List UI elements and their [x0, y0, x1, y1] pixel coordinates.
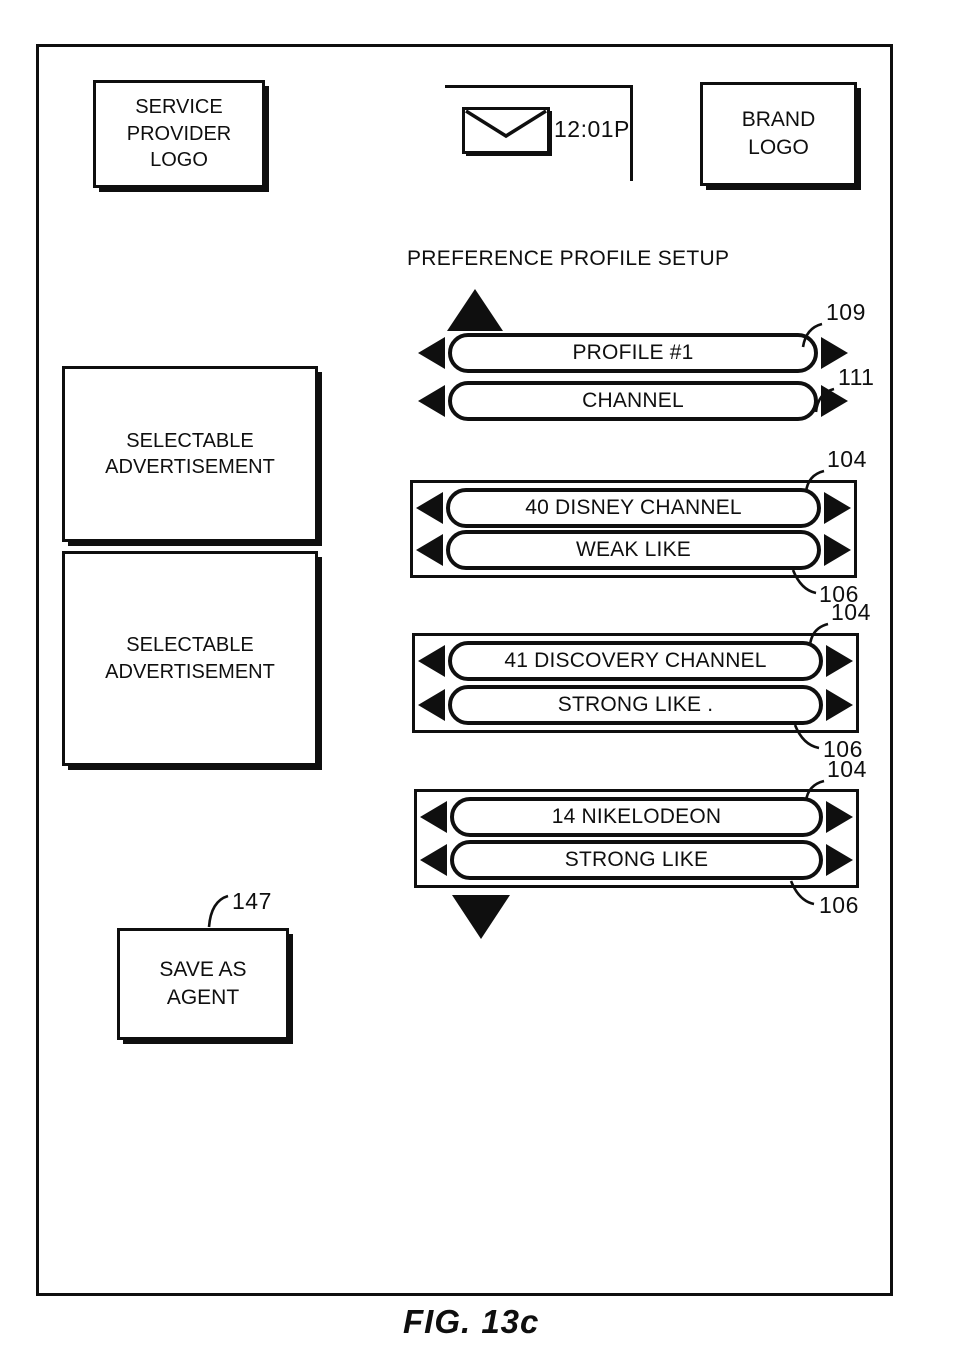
preference-left-arrow-icon[interactable]	[420, 844, 447, 876]
category-pill[interactable]: CHANNEL	[448, 381, 818, 421]
profile-pill[interactable]: PROFILE #1	[448, 333, 818, 373]
channel-preference-group: 14 NIKELODEON STRONG LIKE	[414, 789, 859, 888]
ref-106: 106	[819, 581, 859, 607]
advertisement-label: SELECTABLE ADVERTISEMENT	[105, 634, 275, 683]
envelope-icon	[462, 107, 550, 154]
ref-104: 104	[827, 756, 867, 782]
preference-pill[interactable]: STRONG LIKE	[450, 840, 823, 880]
preference-left-arrow-icon[interactable]	[416, 534, 443, 567]
channel-row: 40 DISNEY CHANNEL	[416, 487, 851, 528]
category-pill-label: CHANNEL	[582, 389, 684, 412]
channel-right-arrow-icon[interactable]	[824, 491, 851, 524]
preference-pill-label: STRONG LIKE .	[557, 692, 714, 716]
brand-logo-label: BRAND LOGO	[741, 108, 816, 159]
scroll-up-icon[interactable]	[447, 289, 503, 331]
channel-pill-label: 41 DISCOVERY CHANNEL	[504, 649, 767, 673]
preference-right-arrow-icon[interactable]	[826, 844, 853, 876]
save-as-agent-label: SAVE AS AGENT	[159, 958, 247, 1009]
preference-right-arrow-icon[interactable]	[826, 688, 853, 721]
advertisement-label: SELECTABLE ADVERTISEMENT	[105, 429, 275, 478]
figure-caption: FIG. 13c	[403, 1303, 540, 1340]
profile-selector-row: PROFILE #1	[418, 333, 848, 373]
channel-row: 41 DISCOVERY CHANNEL	[418, 641, 853, 682]
profile-left-arrow-icon[interactable]	[418, 337, 445, 369]
clock-time: 12:01P	[554, 116, 630, 142]
preference-pill-label: WEAK LIKE	[575, 538, 691, 562]
channel-preference-group: 40 DISNEY CHANNEL WEAK LIKE	[410, 480, 857, 578]
profile-right-arrow-icon[interactable]	[821, 337, 848, 369]
preference-pill[interactable]: WEAK LIKE	[446, 530, 821, 571]
channel-right-arrow-icon[interactable]	[826, 645, 853, 678]
service-provider-logo-label: SERVICE PROVIDER LOGO	[126, 96, 232, 172]
channel-right-arrow-icon[interactable]	[826, 801, 853, 833]
channel-row: 14 NIKELODEON	[420, 797, 853, 837]
profile-pill-label: PROFILE #1	[572, 341, 694, 364]
preference-pill[interactable]: STRONG LIKE .	[448, 684, 823, 725]
brand-logo: BRAND LOGO	[700, 82, 857, 186]
preference-row: WEAK LIKE	[416, 530, 851, 571]
channel-left-arrow-icon[interactable]	[418, 645, 445, 678]
ref-111: 111	[838, 364, 875, 390]
preference-row: STRONG LIKE	[420, 840, 853, 880]
channel-left-arrow-icon[interactable]	[420, 801, 447, 833]
channel-pill-label: 14 NIKELODEON	[551, 805, 722, 828]
status-frame	[445, 85, 633, 181]
ref-147: 147	[232, 888, 272, 914]
ref-106: 106	[819, 892, 859, 918]
channel-pill-label: 40 DISNEY CHANNEL	[525, 495, 742, 519]
ref-106: 106	[823, 736, 863, 762]
ref-104: 104	[831, 599, 871, 625]
channel-pill[interactable]: 14 NIKELODEON	[450, 797, 823, 837]
preference-right-arrow-icon[interactable]	[824, 534, 851, 567]
page-title: PREFERENCE PROFILE SETUP	[407, 247, 730, 270]
channel-pill[interactable]: 41 DISCOVERY CHANNEL	[448, 641, 823, 682]
selectable-advertisement[interactable]: SELECTABLE ADVERTISEMENT	[62, 366, 318, 542]
screen-frame	[36, 44, 893, 1296]
category-selector-row: CHANNEL	[418, 381, 848, 421]
service-provider-logo: SERVICE PROVIDER LOGO	[93, 80, 265, 188]
envelope-flap	[465, 109, 547, 139]
channel-preference-group: 41 DISCOVERY CHANNEL STRONG LIKE .	[412, 633, 859, 733]
preference-pill-label: STRONG LIKE	[564, 848, 709, 871]
scroll-down-icon[interactable]	[452, 895, 510, 939]
channel-pill[interactable]: 40 DISNEY CHANNEL	[446, 487, 821, 528]
preference-left-arrow-icon[interactable]	[418, 688, 445, 721]
ref-104: 104	[827, 446, 867, 472]
selectable-advertisement[interactable]: SELECTABLE ADVERTISEMENT	[62, 551, 318, 766]
preference-row: STRONG LIKE .	[418, 684, 853, 725]
ref-109: 109	[826, 299, 866, 325]
channel-left-arrow-icon[interactable]	[416, 491, 443, 524]
category-left-arrow-icon[interactable]	[418, 385, 445, 417]
save-as-agent-button[interactable]: SAVE AS AGENT	[117, 928, 289, 1040]
